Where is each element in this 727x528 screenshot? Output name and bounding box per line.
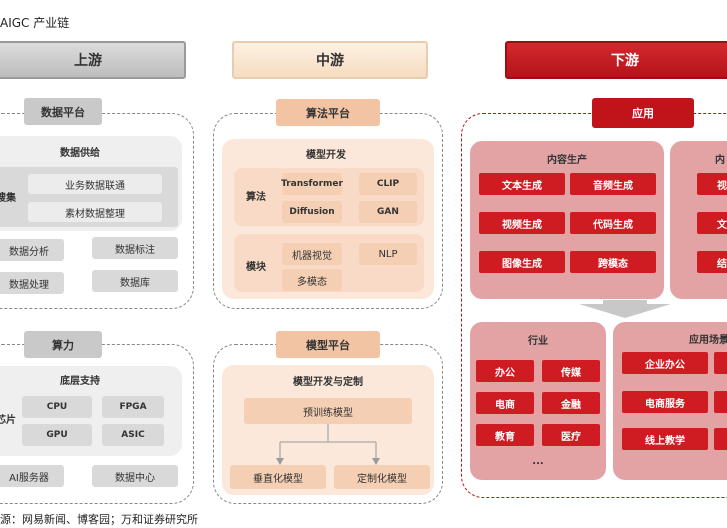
industry-title: 行业 — [528, 335, 548, 347]
database-box: 数据库 — [92, 270, 178, 292]
online-teaching-box: 线上教学 — [622, 428, 708, 450]
material-data-box: 素材数据整理 — [28, 202, 162, 222]
business-data-box: 业务数据联通 — [28, 174, 162, 194]
industry-more: ... — [532, 455, 544, 467]
cpu-box: CPU — [22, 396, 92, 418]
model-platform-title: 模型平台 — [276, 331, 380, 358]
gan-box: GAN — [359, 201, 417, 223]
ecommerce-service-box: 电商服务 — [622, 391, 708, 413]
enterprise-office-box: 企业办公 — [622, 352, 708, 374]
datacenter-box: 数据中心 — [92, 465, 178, 487]
asic-box: ASIC — [102, 424, 164, 446]
midstream-header: 中游 — [232, 41, 428, 79]
text-gen-box: 文本生成 — [479, 173, 565, 195]
scenario-title: 应用场景 — [689, 334, 727, 346]
fpga-box: FPGA — [102, 396, 164, 418]
data-processing-box: 数据处理 — [0, 272, 64, 294]
data-analysis-box: 数据分析 — [0, 239, 64, 261]
model-dev-title: 模型开发 — [306, 149, 346, 161]
machine-vision-box: 机器视觉 — [282, 243, 342, 265]
content-panel-2-title: 内 — [715, 154, 725, 166]
chip-label: 芯片 — [0, 414, 16, 426]
education-box: 教育 — [476, 424, 534, 446]
scenario-box-cut-1 — [714, 352, 727, 374]
medical-box: 医疗 — [542, 424, 600, 446]
content-production-title: 内容生产 — [547, 154, 587, 166]
custom-model-box: 定制化模型 — [334, 465, 430, 489]
gpu-box: GPU — [22, 424, 92, 446]
data-platform-title: 数据平台 — [24, 98, 102, 125]
scenario-box-cut-3 — [714, 428, 727, 450]
finance-box: 金融 — [542, 392, 600, 414]
content-2-item-3: 结 — [697, 251, 727, 273]
audio-gen-box: 音频生成 — [570, 173, 656, 195]
data-annotation-box: 数据标注 — [92, 237, 178, 259]
base-support-title: 底层支持 — [60, 375, 100, 387]
module-label: 模块 — [246, 261, 266, 273]
content-2-item-2: 文 — [697, 212, 727, 234]
clip-box: CLIP — [359, 173, 417, 195]
scenario-box-cut-2 — [714, 391, 727, 413]
model-custom-title: 模型开发与定制 — [293, 376, 363, 388]
media-box: 传媒 — [542, 360, 600, 382]
algo-platform-title: 算法平台 — [276, 99, 380, 126]
compute-title: 算力 — [24, 331, 102, 358]
diffusion-box: Diffusion — [282, 201, 342, 223]
cross-modal-box: 跨模态 — [570, 251, 656, 273]
pretrain-model-box: 预训练模型 — [244, 398, 412, 424]
content-2-item-1: 视 — [697, 173, 727, 195]
office-box: 办公 — [476, 360, 534, 382]
source-note: 源：网易新闻、博客园；万和证券研究所 — [0, 513, 198, 526]
ai-server-box: AI服务器 — [0, 465, 64, 487]
algorithm-label: 算法 — [246, 191, 266, 203]
page-title: AIGC 产业链 — [0, 16, 70, 30]
downstream-header: 下游 — [505, 41, 727, 79]
transformer-box: Transformer — [281, 173, 343, 195]
branch-connector — [276, 424, 380, 465]
data-supply-title: 数据供给 — [60, 147, 100, 159]
nlp-box: NLP — [359, 243, 417, 265]
vertical-model-box: 垂直化模型 — [230, 465, 326, 489]
upstream-header: 上游 — [0, 41, 186, 79]
ecommerce-box: 电商 — [476, 392, 534, 414]
search-label: 搜集 — [0, 192, 16, 204]
multimodal-box: 多模态 — [282, 269, 342, 291]
code-gen-box: 代码生成 — [570, 212, 656, 234]
image-gen-box: 图像生成 — [479, 251, 565, 273]
video-gen-box: 视频生成 — [479, 212, 565, 234]
application-title: 应用 — [592, 98, 694, 128]
down-arrow — [579, 300, 671, 318]
